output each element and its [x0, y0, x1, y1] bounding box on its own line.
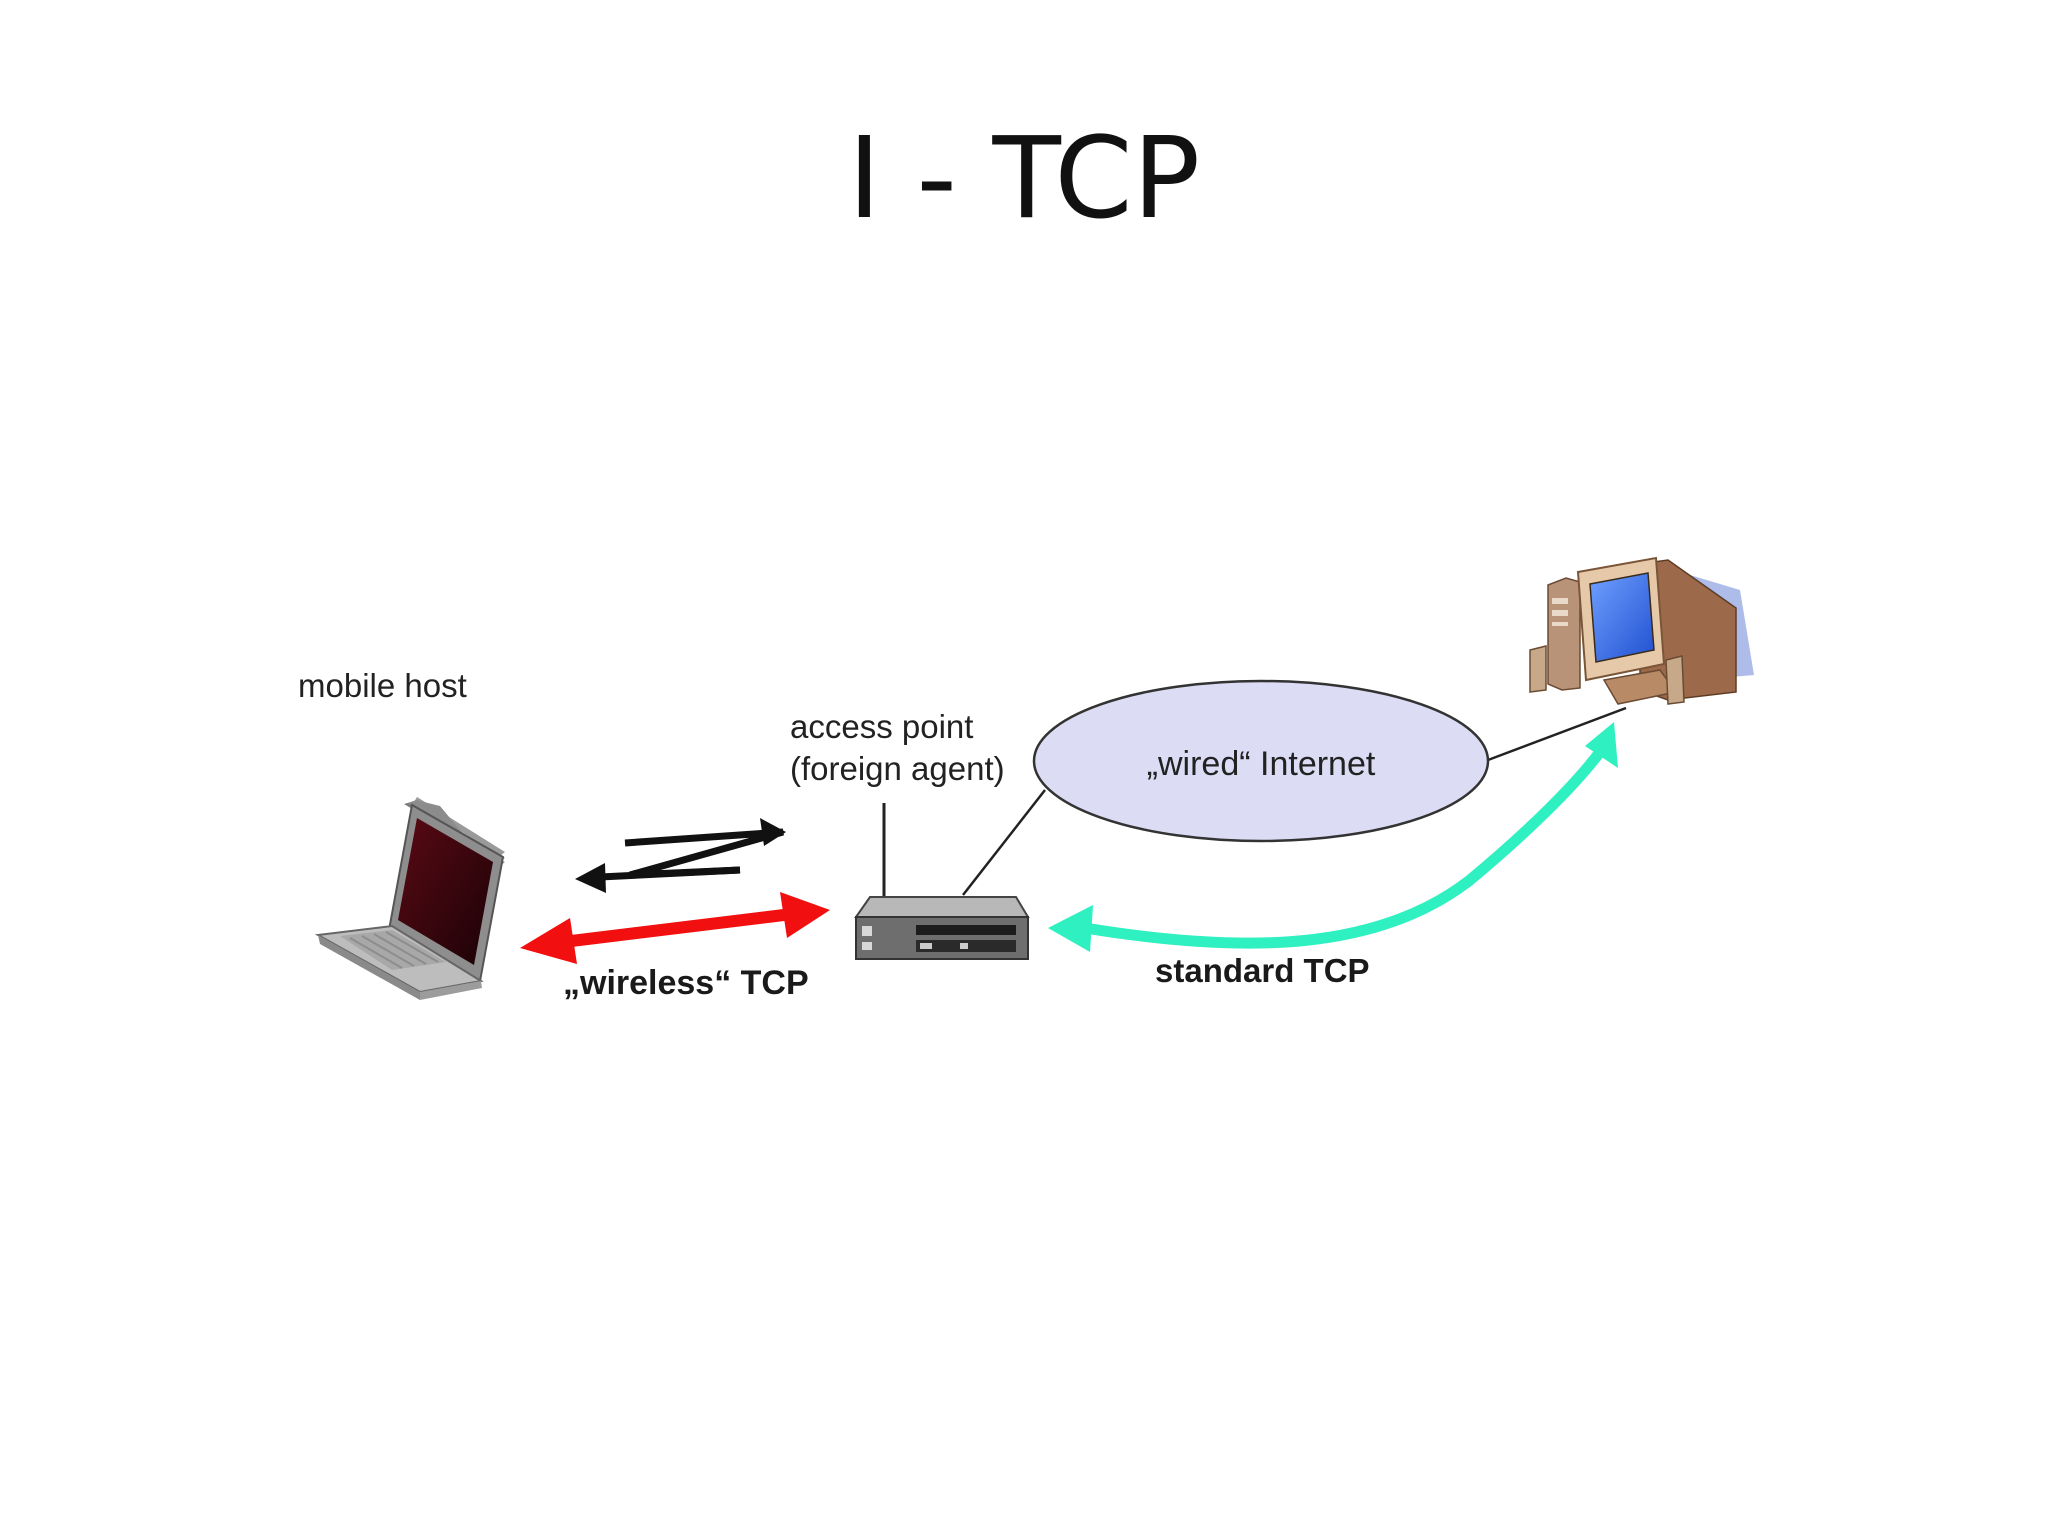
desktop-computer-icon [1529, 556, 1754, 705]
wireless-tcp-arrow [520, 892, 830, 964]
standard-tcp-label: standard TCP [1155, 952, 1370, 989]
internet-cloud [1032, 679, 1490, 843]
slide-title: I - TCP [847, 114, 1201, 244]
internet-label: „wired“ Internet [1147, 745, 1376, 783]
standard-tcp-arrow [1048, 722, 1618, 952]
access-point-label-line2: (foreign agent) [790, 750, 1005, 787]
ap-to-internet-line [962, 789, 1046, 896]
mobile-host-label: mobile host [298, 667, 467, 704]
wireless-tcp-label: „wireless“ TCP [563, 964, 809, 1002]
laptop-icon [314, 797, 505, 1000]
internet-to-host-line [1487, 706, 1627, 762]
access-point-icon [854, 803, 1030, 960]
radio-link-arrow [575, 818, 786, 893]
access-point-label-line1: access point [790, 708, 973, 745]
